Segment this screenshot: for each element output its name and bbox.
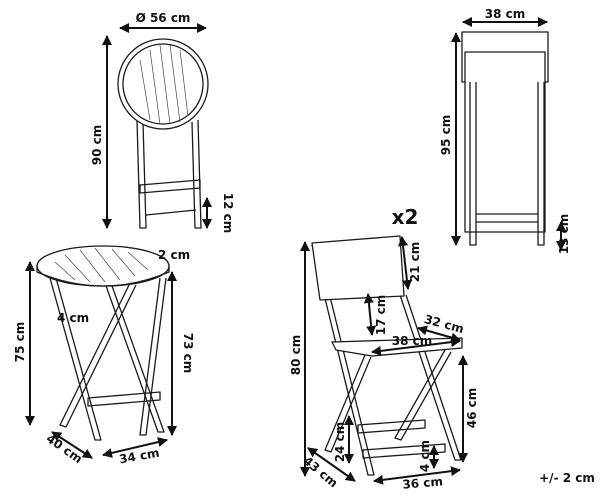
folded-table-drawing: Ø 56 cm 90 cm 12 cm: [90, 11, 235, 233]
table-width-label: 34 cm: [118, 446, 160, 467]
folded-table-diameter-label: Ø 56 cm: [136, 11, 191, 25]
table-leg-width-label: 4 cm: [57, 311, 89, 325]
chair-total-height-label: 80 cm: [289, 335, 303, 376]
table-under-top-label: 73 cm: [181, 333, 195, 374]
folded-table-depth-label: 12 cm: [221, 193, 235, 234]
chair-width-label: 36 cm: [402, 474, 444, 491]
folded-chair-width-label: 38 cm: [485, 7, 526, 21]
table-top-thickness-label: 2 cm: [158, 248, 190, 262]
folded-chair-height-label: 95 cm: [439, 115, 453, 156]
chair-footrest-label: 24 cm: [333, 422, 347, 463]
table-drawing: 2 cm 4 cm 75 cm 73 cm 40 cm 34 cm: [13, 245, 195, 467]
chair-seat-depth-label: 32 cm: [423, 312, 466, 336]
chair-drawing: x2 80 cm 21 cm 17 cm 32 cm 38 cm 46 cm 2…: [289, 205, 479, 492]
table-total-height-label: 75 cm: [13, 322, 27, 363]
folded-chair-depth-label: 13 cm: [557, 214, 571, 255]
chair-backrest-label: 21 cm: [408, 242, 422, 283]
width-arrow: [102, 437, 168, 458]
folded-table-height-label: 90 cm: [90, 125, 104, 166]
chair-seat-height-label: 46 cm: [465, 388, 479, 429]
folded-chair-drawing: 38 cm 95 cm 13 cm: [439, 7, 571, 254]
back-gap-arrow: [363, 293, 377, 336]
depth-arrow: [51, 431, 93, 459]
width-arrow: [373, 466, 461, 485]
chair-quantity: x2: [392, 205, 419, 229]
seat-width-arrow: [371, 337, 461, 356]
tolerance-label: +/- 2 cm: [539, 471, 595, 485]
chair-seat-width-label: 38 cm: [392, 334, 433, 348]
backrest-arrow: [398, 236, 412, 290]
chair-back-gap-label: 17 cm: [374, 295, 388, 336]
chair-bar-height-label: 4 cm: [418, 440, 432, 472]
depth-arrow: [307, 447, 356, 482]
